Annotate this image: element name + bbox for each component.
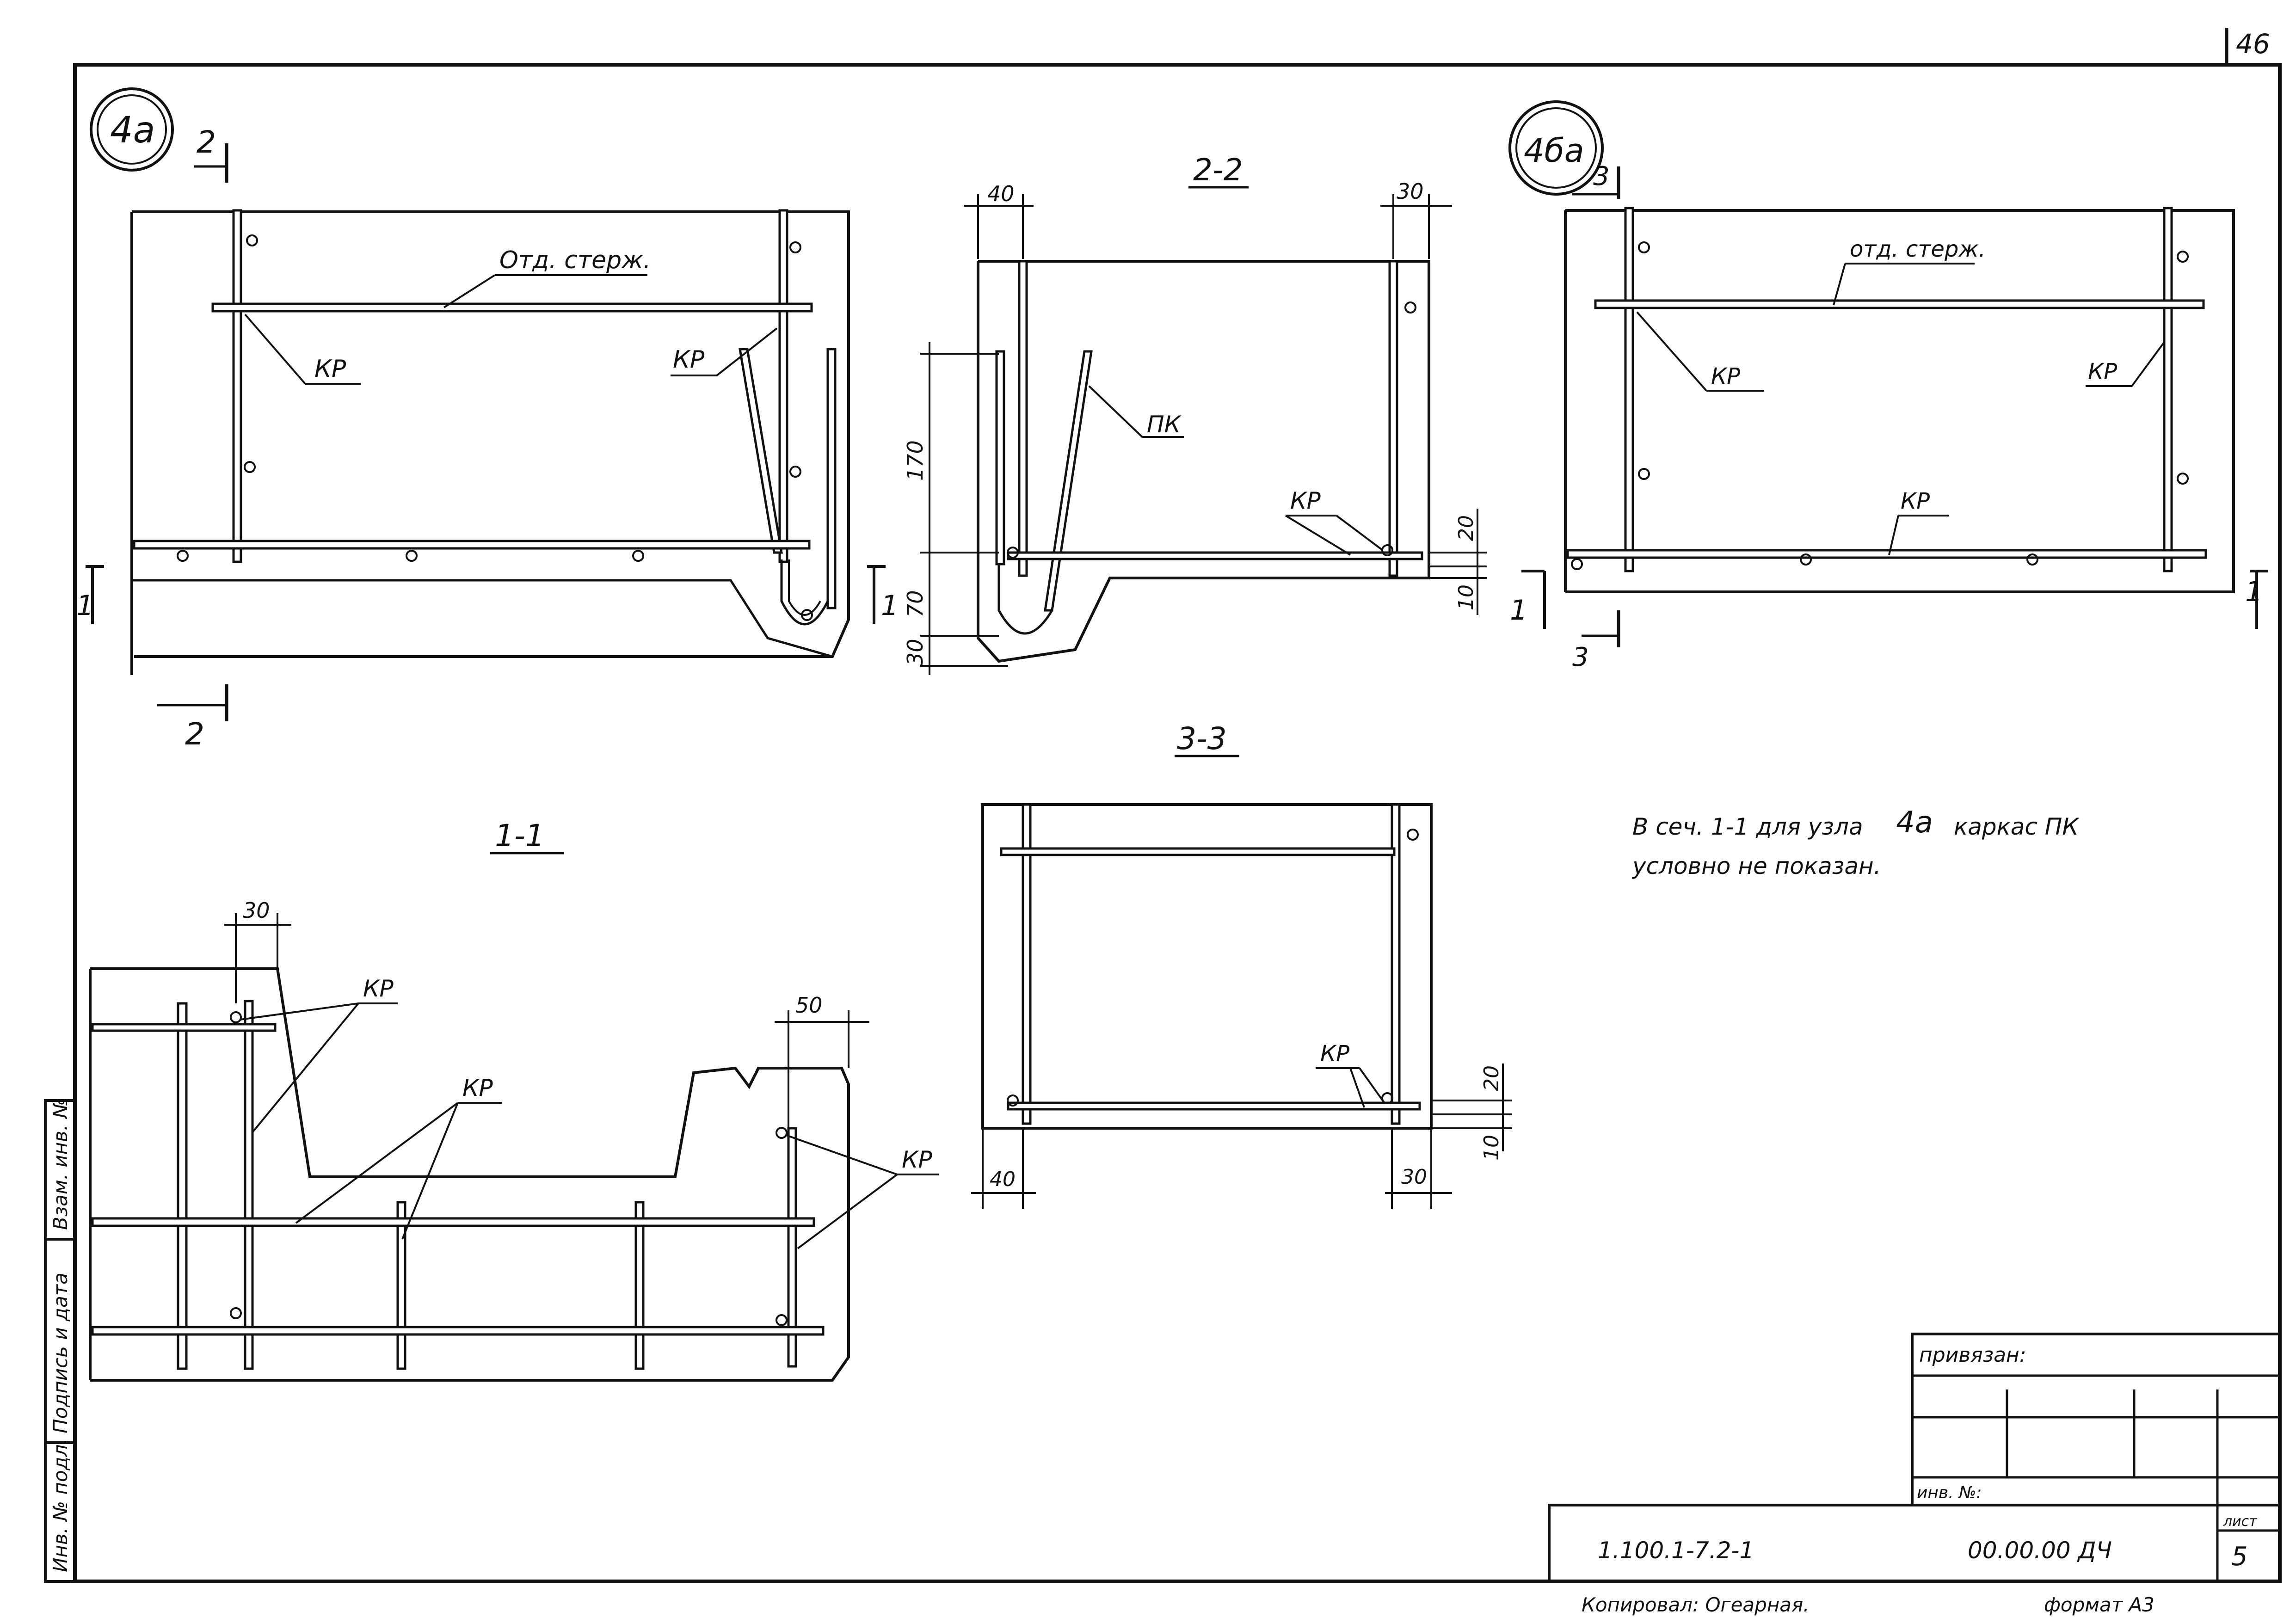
dim-50: 50	[795, 993, 823, 1018]
sheet-value: 5	[2231, 1542, 2248, 1572]
kr-label-2-2: КР	[1290, 487, 1321, 514]
kr-label-4a-right: КР	[673, 346, 705, 374]
inventory-label: инв. №:	[1917, 1483, 1982, 1502]
bound-label: привязан:	[1919, 1343, 2026, 1367]
section-2-2: 2-2 40 30 170 70 30 20 10	[903, 152, 1487, 675]
kr-label-4a-left: КР	[314, 355, 346, 383]
corner-sheet-number: 46	[2236, 28, 2270, 60]
separate-bar-label-b: отд. стерж.	[1850, 236, 1986, 262]
dim-30-left: 30	[903, 639, 928, 666]
title-block: привязан: инв. №: 1.100.1-7.2-1 00.00.00…	[1548, 1333, 2281, 1616]
kr-label-3-3: КР	[1320, 1041, 1349, 1067]
node-4ba-label: 4ба	[1524, 132, 1584, 170]
section-3-3-title: 3-3	[1177, 721, 1227, 756]
dim-20-33: 20	[1480, 1065, 1503, 1091]
cut-1-4ba-left-label: 1	[1510, 594, 1527, 627]
section-1-1-title: 1-1	[495, 818, 545, 854]
node-4a-label: 4а	[110, 110, 155, 151]
cut-3-top-label: 3	[1593, 161, 1610, 191]
doc-mark: 00.00.00 ДЧ	[1968, 1537, 2112, 1564]
node-4ba-view: 4ба 3 отд. стерж. КР КР КР 1	[1508, 100, 2268, 672]
cut-2-bottom-label: 2	[185, 716, 204, 752]
note-line-1b: каркас ПК	[1954, 813, 2080, 840]
pk-label: ПК	[1147, 411, 1182, 438]
dim-30-11: 30	[243, 898, 270, 923]
note-line-1: В сеч. 1-1 для узла	[1632, 813, 1863, 840]
kr-label-4ba-bottom: КР	[1901, 488, 1930, 514]
kr-label-4ba-left: КР	[1711, 363, 1740, 389]
note-node: 4а	[1896, 805, 1933, 840]
kr-label-11-right: КР	[902, 1146, 932, 1173]
format-label: формат А3	[2044, 1593, 2154, 1616]
dim-30-top: 30	[1397, 179, 1424, 204]
side-label-inventory: Инв. № подл.	[49, 1438, 72, 1572]
sheet-label: лист	[2223, 1513, 2258, 1530]
sheet-frame: 46	[73, 28, 2282, 1583]
dim-20-22: 20	[1454, 515, 1478, 541]
kr-label-11-mid: КР	[462, 1075, 493, 1101]
copied-by: Копировал: Огеарная.	[1582, 1593, 1810, 1616]
dim-170: 170	[903, 440, 928, 481]
side-stamp: Взам. инв. № Подпись и дата Инв. № подл.	[44, 1098, 76, 1583]
node-4a-view: 4а 2 Отд. стерж. КР К	[76, 87, 899, 752]
side-label-replacement: Взам. инв. №	[49, 1098, 72, 1230]
dim-30-bottom: 30	[1401, 1165, 1427, 1189]
kr-label-11-top: КР	[363, 975, 394, 1002]
section-1-1: 1-1 30 50 КР КР КР	[89, 818, 939, 1382]
section-3-3: 3-3 КР 20 10 40 30	[971, 721, 1512, 1209]
dim-10-22: 10	[1454, 584, 1478, 610]
dim-10-33: 10	[1480, 1135, 1503, 1161]
cut-2-top-label: 2	[197, 124, 216, 160]
dim-70: 70	[903, 590, 928, 617]
cut-1-right-label: 1	[881, 590, 899, 622]
cut-1-left-label: 1	[76, 590, 94, 622]
kr-label-4ba-right: КР	[2088, 359, 2117, 385]
dim-40-bottom: 40	[990, 1168, 1016, 1191]
section-2-2-title: 2-2	[1193, 152, 1243, 188]
cut-3-bottom-label: 3	[1572, 642, 1589, 672]
separate-bar-label: Отд. стерж.	[499, 246, 651, 274]
note-line-2: условно не показан.	[1631, 853, 1881, 879]
doc-code: 1.100.1-7.2-1	[1598, 1537, 1754, 1564]
dim-40-top: 40	[987, 181, 1015, 206]
note: В сеч. 1-1 для узла 4а каркас ПК условно…	[1631, 805, 2080, 879]
side-label-signature: Подпись и дата	[49, 1273, 72, 1433]
cut-1-4ba-right-label: 1	[2245, 576, 2263, 608]
